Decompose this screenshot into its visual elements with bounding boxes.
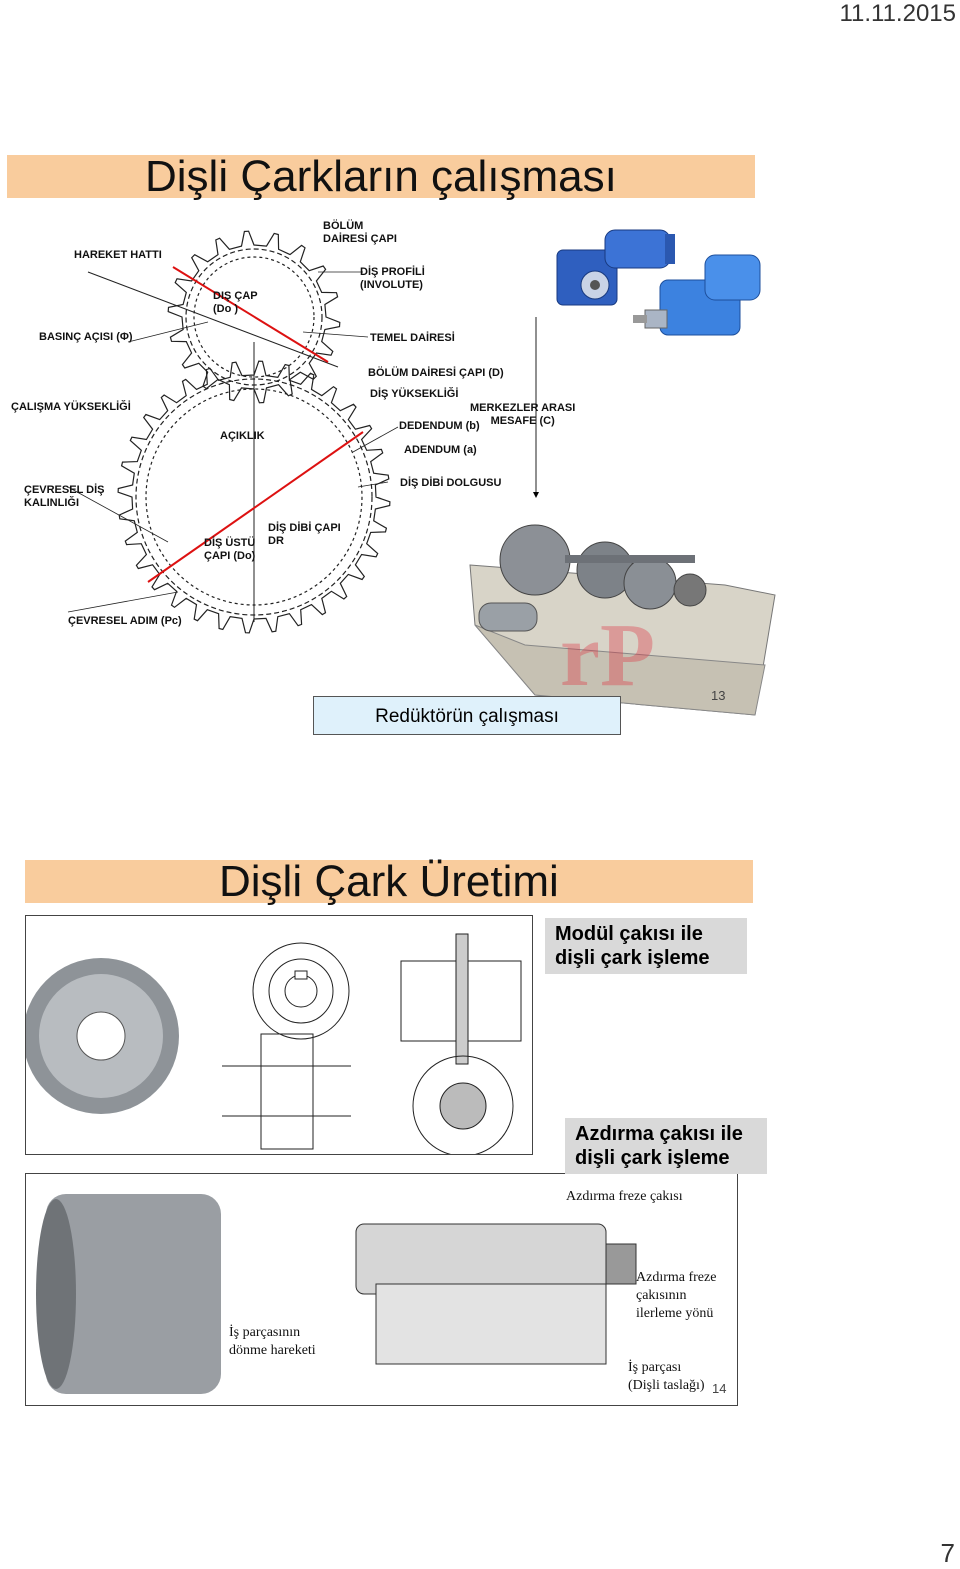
label-basinc-acisi: BASINÇ AÇISI (Φ) — [39, 331, 133, 343]
slide1-title-bar — [7, 155, 755, 198]
label-dis-ustu-capi: DİŞ ÜSTÜ ÇAPI (Do) — [204, 537, 256, 562]
slide1-title: Dişli Çarkların çalışması — [145, 152, 617, 201]
gear-diagram: HAREKET HATTI BÖLÜM DAİRESİ ÇAPI DİŞ PRO… — [8, 212, 588, 642]
label-cevresel-adim: ÇEVRESEL ADIM (Pc) — [68, 615, 182, 627]
module-cutter-figure — [25, 915, 533, 1155]
slide2-title: Dişli Çark Üretimi — [219, 857, 559, 906]
hob-schematic — [355, 1223, 637, 1365]
label-donme-hareketi: İş parçasının dönme hareketi — [229, 1325, 316, 1358]
label-modul-cakisi: Modül çakısı ile dişli çark işleme — [545, 918, 747, 974]
gear-motor-image — [545, 220, 775, 370]
label-adendum: ADENDUM (a) — [404, 444, 477, 456]
label-bolum-dairesi-capi-d: BÖLÜM DAİRESİ ÇAPI (D) — [368, 367, 504, 379]
label-ilerleme-yonu: Azdırma freze çakısının ilerleme yönü — [636, 1270, 717, 1321]
page-number: 7 — [940, 1538, 955, 1568]
label-is-parcasi: İş parçası (Dişli taslağı) — [628, 1360, 705, 1393]
gearbox-image: rP — [465, 515, 777, 735]
slide1-caption-box: Redüktörün çalışması — [313, 696, 621, 735]
label-merkezler-arasi: MERKEZLER ARASI MESAFE (C) — [470, 402, 576, 427]
label-dis-profili: DİŞ PROFİLİ (INVOLUTE) — [360, 266, 425, 291]
helical-gear-motor — [633, 254, 761, 336]
label-azdirma-cakisi: Azdırma çakısı ile dişli çark işleme — [565, 1118, 767, 1174]
slide2-number: 14 — [712, 1381, 727, 1396]
slide1-caption: Redüktörün çalışması — [375, 706, 559, 727]
label-cevresel-dis: ÇEVRESEL DİŞ KALINLIĞI — [24, 484, 105, 509]
label-calisma-yuksekligi: ÇALIŞMA YÜKSEKLİĞİ — [11, 401, 131, 413]
slide1-number: 13 — [711, 688, 726, 703]
module-cutter-front-view — [252, 942, 350, 1040]
label-dis-dibi-capi: DİŞ DİBİ ÇAPI DR — [268, 522, 341, 547]
hob-cutter-photo — [36, 1194, 221, 1394]
gear-teeth — [117, 360, 391, 634]
label-temel-dairesi: TEMEL DAİRESİ — [370, 332, 455, 344]
header-date: 11.11.2015 — [839, 0, 956, 27]
gear-teeth — [167, 230, 341, 404]
label-aciklik: AÇIKLIK — [220, 430, 265, 442]
label-dis-yuksekligi: DİŞ YÜKSEKLİĞİ — [370, 388, 459, 400]
slide2-title-bar — [25, 860, 753, 903]
label-dis-cap: DIŞ ÇAP (Do ) — [213, 290, 258, 315]
label-dis-dibi-dolgusu: DİŞ DİBİ DOLGUSU — [400, 477, 502, 489]
svg-text:rP: rP — [560, 606, 655, 705]
label-azdirma-freze-cakisi: Azdırma freze çakısı — [566, 1189, 683, 1204]
module-cutter-photo — [26, 958, 179, 1114]
label-bolum-dairesi-capi: BÖLÜM DAİRESİ ÇAPI — [323, 220, 397, 245]
label-hareket-hatti: HAREKET HATTI — [74, 249, 162, 261]
gear-diagram-svg — [67, 230, 539, 634]
worm-gear-motor — [556, 229, 675, 306]
hob-cutter-figure: Azdırma freze çakısı Azdırma freze çakıs… — [25, 1173, 738, 1406]
label-dedendum: DEDENDUM (b) — [399, 420, 480, 432]
